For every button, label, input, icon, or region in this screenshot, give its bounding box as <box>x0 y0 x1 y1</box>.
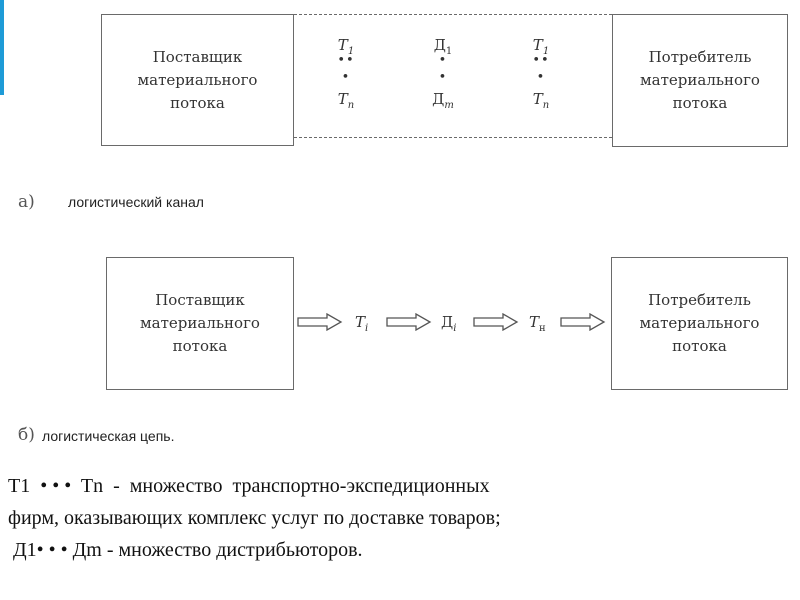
consumer-box-b: Потребитель материального потока <box>611 257 788 390</box>
node-bottom-label: Дm <box>432 90 454 111</box>
legend-line-3: Д1• • • Дm - множество дистрибьюторов. <box>8 539 363 561</box>
flow-arrow-icon <box>386 313 432 331</box>
chain-node-transport-n: Tн <box>529 313 546 334</box>
node-bottom-label: Tn <box>532 90 550 111</box>
ellipsis-dots: •• <box>532 53 550 68</box>
channel-dashed-line-top <box>294 14 612 15</box>
distributors-column: Д1 • • Дm <box>423 35 463 111</box>
legend-line-1: T1 • • • Tn - множество транспортно-эксп… <box>8 475 490 497</box>
consumer-label: Потребитель материального потока <box>640 48 760 112</box>
slide-accent-strip <box>0 0 4 95</box>
ellipsis-dots: • <box>341 70 351 85</box>
caption-logistics-channel: логистический канал <box>68 194 204 210</box>
caption-logistics-chain: логистическая цепь. <box>42 428 175 444</box>
supplier-box-b: Поставщик материального потока <box>106 257 294 390</box>
ellipsis-dots: •• <box>337 53 355 68</box>
legend-line-2: фирм, оказывающих комплекс услуг по дост… <box>8 507 501 529</box>
transport-firms-column-1: T1 •• • Tn <box>326 35 366 111</box>
ellipsis-dots: • <box>438 70 448 85</box>
node-top-label: T1 <box>337 36 355 57</box>
consumer-box-a: Потребитель материального потока <box>612 14 788 147</box>
flow-arrow-icon <box>560 313 606 331</box>
consumer-label: Потребитель материального потока <box>639 291 760 355</box>
chain-node-transport-i: Ti <box>355 313 369 334</box>
transport-firms-column-2: T1 •• • Tn <box>521 35 561 111</box>
node-bottom-label: Tn <box>337 90 355 111</box>
caption-letter-a: а) <box>18 192 35 212</box>
supplier-label: Поставщик материального потока <box>137 47 258 112</box>
chain-node-distributor-i: Дi <box>441 313 457 334</box>
ellipsis-dots: • <box>438 53 448 68</box>
supplier-label: Поставщик материального потока <box>140 291 260 355</box>
supplier-box-a: Поставщик материального потока <box>101 14 294 146</box>
flow-arrow-icon <box>473 313 519 331</box>
ellipsis-dots: • <box>536 70 546 85</box>
node-top-label: Д1 <box>433 36 453 57</box>
flow-arrow-icon <box>297 313 343 331</box>
channel-dashed-line-bottom <box>294 137 612 138</box>
node-top-label: T1 <box>532 36 550 57</box>
caption-letter-b: б) <box>18 425 35 445</box>
